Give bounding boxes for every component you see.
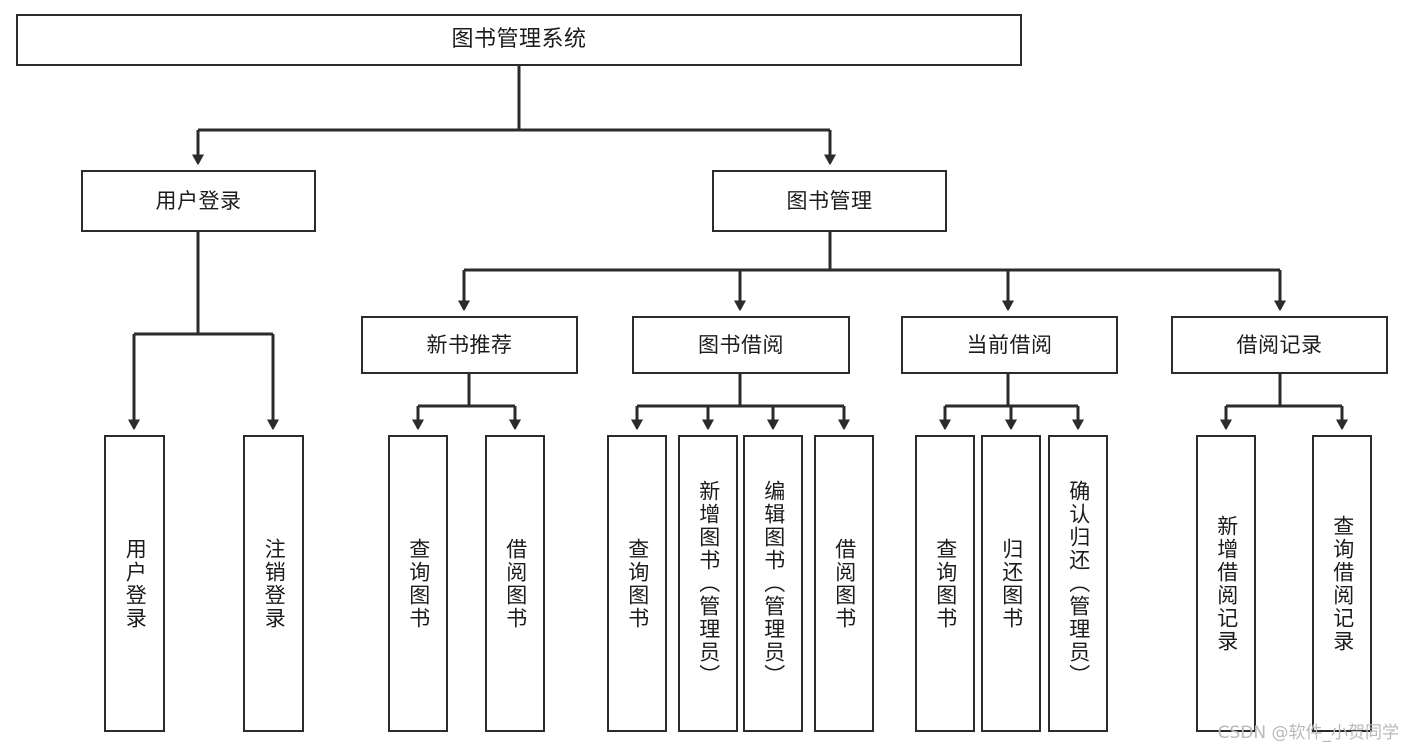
leaf-return-book-label: 归还图书 [999,537,1024,630]
leaf-query-book-1[interactable]: 查询图书 [388,435,448,732]
leaf-confirm-return-label: 确认归还（管理员） [1066,480,1091,687]
leaf-borrow-book-2[interactable]: 借阅图书 [814,435,874,732]
leaf-user-login[interactable]: 用户登录 [104,435,165,732]
leaf-query-borrow-record-label: 查询借阅记录 [1330,514,1355,653]
node-book-manage[interactable]: 图书管理 [712,170,947,232]
leaf-return-book[interactable]: 归还图书 [981,435,1041,732]
node-borrow-record-label: 借阅记录 [1236,332,1323,357]
node-user-login-label: 用户登录 [155,188,242,213]
leaf-add-book-label: 新增图书（管理员） [696,480,721,687]
leaf-confirm-return[interactable]: 确认归还（管理员） [1048,435,1108,732]
node-borrow-record[interactable]: 借阅记录 [1171,316,1388,374]
leaf-query-borrow-record[interactable]: 查询借阅记录 [1312,435,1372,732]
node-user-login[interactable]: 用户登录 [81,170,316,232]
leaf-edit-book[interactable]: 编辑图书（管理员） [743,435,803,732]
leaf-query-book-2-label: 查询图书 [625,537,650,630]
node-current-borrow[interactable]: 当前借阅 [901,316,1118,374]
leaf-add-borrow-record-label: 新增借阅记录 [1214,514,1239,653]
leaf-borrow-book-1-label: 借阅图书 [503,537,528,630]
node-book-manage-label: 图书管理 [786,188,873,213]
watermark: CSDN @软件_小贺同学 [1217,723,1399,743]
leaf-edit-book-label: 编辑图书（管理员） [761,480,786,687]
leaf-query-book-3[interactable]: 查询图书 [915,435,975,732]
leaf-borrow-book-1[interactable]: 借阅图书 [485,435,545,732]
leaf-user-login-label: 用户登录 [123,537,148,630]
node-root-label: 图书管理系统 [451,27,587,53]
leaf-query-book-2[interactable]: 查询图书 [607,435,667,732]
leaf-add-borrow-record[interactable]: 新增借阅记录 [1196,435,1256,732]
leaf-add-book[interactable]: 新增图书（管理员） [678,435,738,732]
node-book-borrow[interactable]: 图书借阅 [632,316,850,374]
leaf-query-book-3-label: 查询图书 [933,537,958,630]
node-root[interactable]: 图书管理系统 [16,14,1022,66]
leaf-query-book-1-label: 查询图书 [406,537,431,630]
node-current-borrow-label: 当前借阅 [966,332,1053,357]
leaf-logout[interactable]: 注销登录 [243,435,304,732]
node-new-book-recommend[interactable]: 新书推荐 [361,316,578,374]
node-new-book-recommend-label: 新书推荐 [426,332,513,357]
node-book-borrow-label: 图书借阅 [698,332,784,357]
leaf-borrow-book-2-label: 借阅图书 [832,537,857,630]
leaf-logout-label: 注销登录 [262,537,287,630]
